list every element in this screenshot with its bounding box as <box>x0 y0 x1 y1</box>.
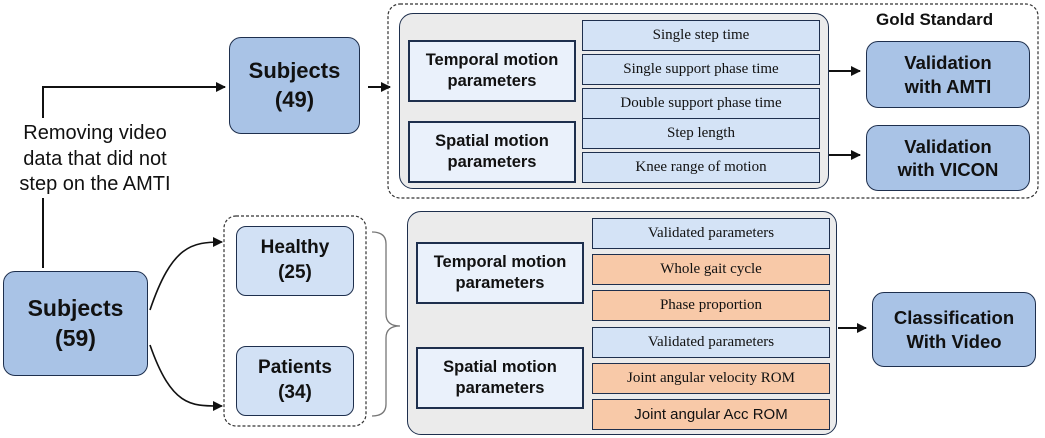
subjects-49-box: Subjects (49) <box>229 37 360 134</box>
gold-standard-label: Gold Standard <box>876 10 994 29</box>
groups-dashed-frame <box>223 215 367 427</box>
validation-spatial-item: Step length <box>582 118 820 149</box>
classification-spatial-item: Joint angular Acc ROM <box>592 399 830 430</box>
validation-dashed-frame <box>387 3 1039 199</box>
removal-to-subjects-arrow <box>42 82 226 118</box>
classification-temporal-label: Temporal motion parameters <box>416 242 584 304</box>
validation-temporal-item: Single support phase time <box>582 54 820 85</box>
classification-outcome-box: Classification With Video <box>872 292 1036 367</box>
groups-brace <box>371 231 401 417</box>
to-patients-arrow <box>149 344 223 412</box>
validation-spatial-item: Knee range of motion <box>582 152 820 183</box>
validation-spatial-label: Spatial motion parameters <box>408 121 576 183</box>
validation-temporal-item: Double support phase time <box>582 88 820 119</box>
classification-temporal-item: Phase proportion <box>592 290 830 321</box>
patients-group-box: Patients (34) <box>236 346 354 416</box>
removal-note: Removing video data that did not step on… <box>0 121 190 198</box>
classification-temporal-item: Whole gait cycle <box>592 254 830 285</box>
classification-spatial-item: Validated parameters <box>592 327 830 358</box>
validation-temporal-item: Single step time <box>582 20 820 51</box>
classification-spatial-label: Spatial motion parameters <box>416 347 584 409</box>
validation-temporal-label: Temporal motion parameters <box>408 40 576 102</box>
classification-spatial-item: Joint angular velocity ROM <box>592 363 830 394</box>
validation-amti-box: Validation with AMTI <box>866 41 1030 108</box>
classification-temporal-item: Validated parameters <box>592 218 830 249</box>
healthy-group-box: Healthy (25) <box>236 226 354 296</box>
validation-vicon-box: Validation with VICON <box>866 125 1030 191</box>
to-healthy-arrow <box>149 237 223 311</box>
subjects-59-box: Subjects (59) <box>3 271 148 376</box>
